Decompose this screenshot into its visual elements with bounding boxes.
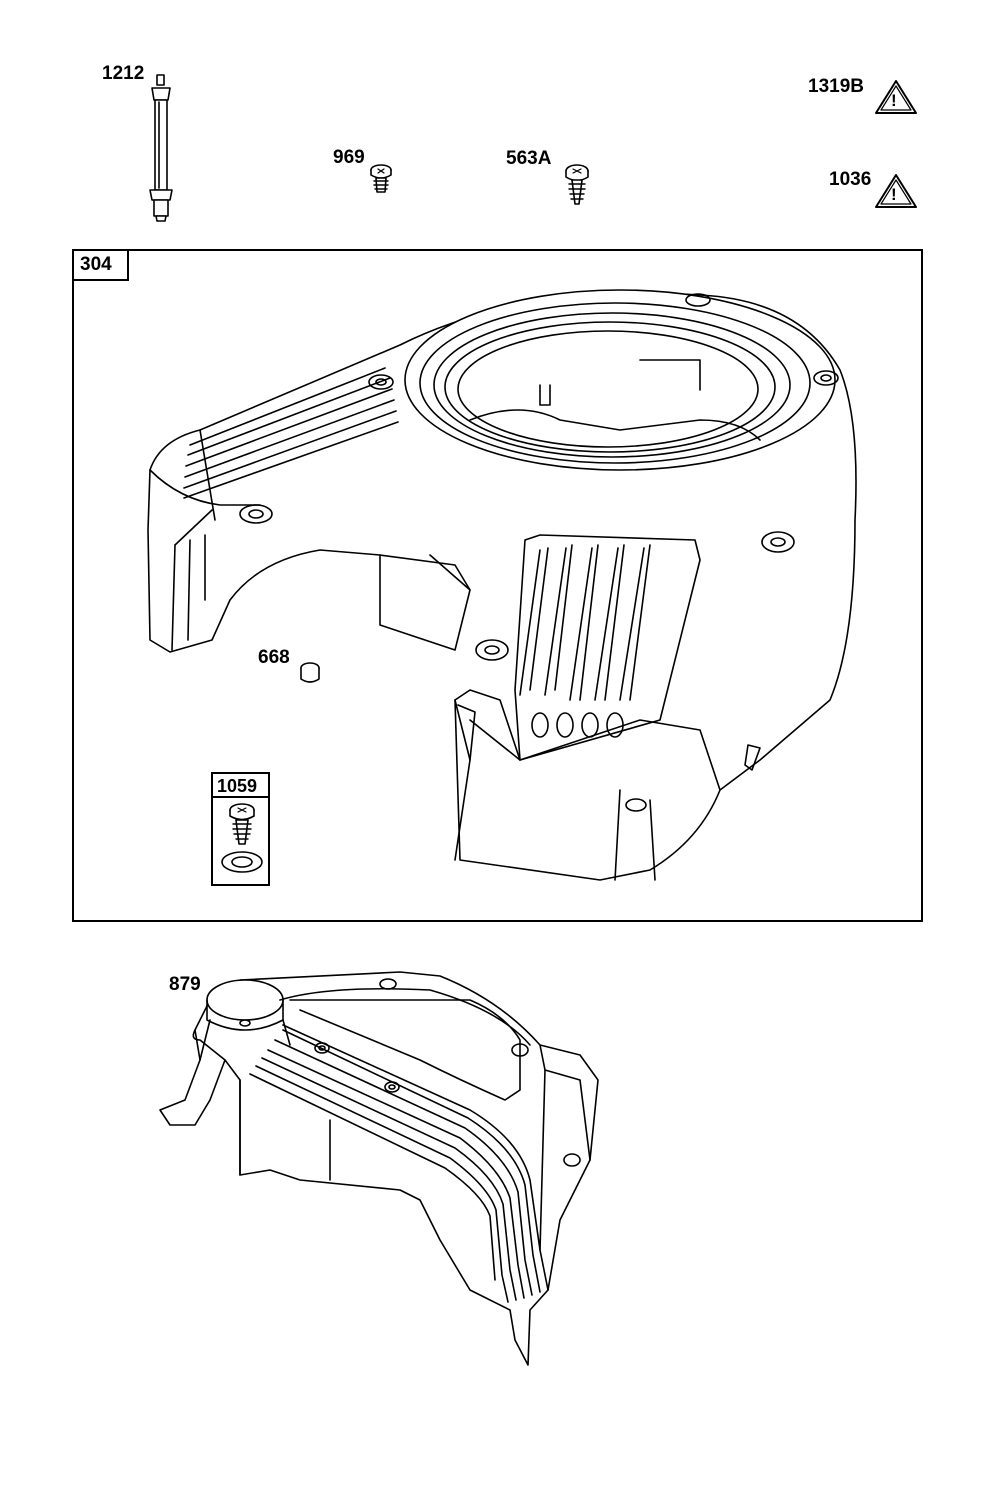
part-label-304[interactable]: 304 bbox=[72, 249, 129, 281]
stud-1212-drawing bbox=[150, 75, 172, 221]
part-label-1059[interactable]: 1059 bbox=[211, 772, 270, 798]
part-label-1036[interactable]: 1036 bbox=[829, 169, 872, 190]
spacer-668-drawing bbox=[301, 663, 319, 682]
warning-triangle-1036-icon bbox=[876, 175, 916, 207]
warning-triangle-1319b-icon bbox=[876, 81, 916, 113]
part-label-668[interactable]: 668 bbox=[258, 647, 290, 668]
part-label-1319b[interactable]: 1319B bbox=[808, 76, 864, 97]
part-label-1212[interactable]: 1212 bbox=[102, 63, 145, 84]
blower-housing-304-drawing bbox=[148, 290, 856, 880]
warning-exclamation-1319b: ! bbox=[891, 91, 897, 110]
part-label-969[interactable]: 969 bbox=[333, 147, 365, 168]
screw-969-drawing bbox=[371, 165, 391, 192]
part-label-879[interactable]: 879 bbox=[169, 974, 201, 995]
screw-563a-drawing bbox=[566, 165, 588, 204]
part-label-563a[interactable]: 563A bbox=[506, 148, 552, 169]
warning-exclamation-1036: ! bbox=[891, 185, 897, 204]
shroud-879-drawing bbox=[160, 972, 598, 1365]
screw-kit-1059-drawing bbox=[222, 804, 262, 872]
housing-304-frame bbox=[72, 249, 923, 922]
